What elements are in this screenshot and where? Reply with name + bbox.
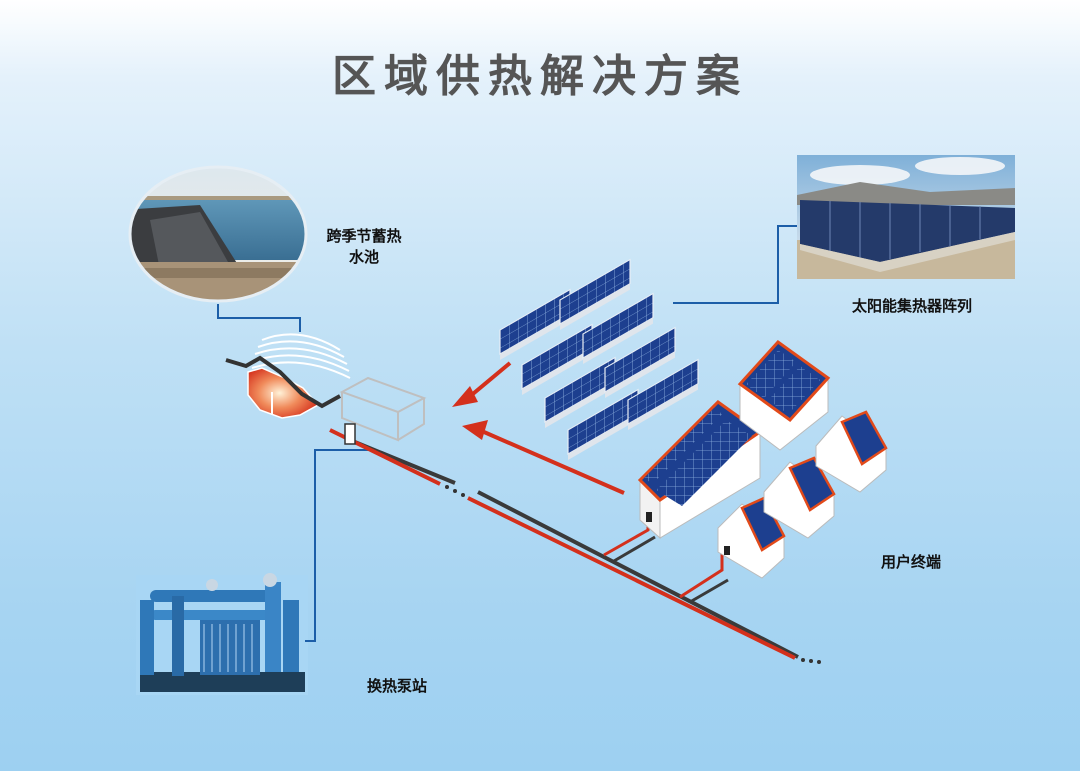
seasonal-storage-tank (225, 333, 427, 445)
heat-flow-arrows (452, 361, 625, 495)
house-medium (737, 339, 831, 451)
storage-pool-photo (128, 165, 308, 303)
house-small-1 (717, 496, 786, 579)
house-small-2 (763, 456, 836, 539)
storage-pool-label-line2: 水池 (348, 248, 379, 266)
end-users-label: 用户终端 (880, 553, 941, 571)
solar-collector-array-schematic (499, 258, 699, 460)
solar-array-label: 太阳能集热器阵列 (851, 297, 972, 315)
heat-exchange-station-label: 换热泵站 (366, 677, 427, 695)
leader-lines (217, 225, 797, 642)
storage-pool-label-line1: 跨季节蓄热 (326, 227, 402, 245)
house-large (637, 400, 763, 540)
solar-field-photo (797, 155, 1015, 279)
end-user-houses (637, 339, 888, 579)
house-small-3 (815, 410, 888, 493)
page-title: 区域供热解决方案 (332, 51, 748, 102)
storage-pool-label: 跨季节蓄热 水池 (324, 226, 404, 268)
heat-exchange-station-photo (136, 573, 308, 695)
